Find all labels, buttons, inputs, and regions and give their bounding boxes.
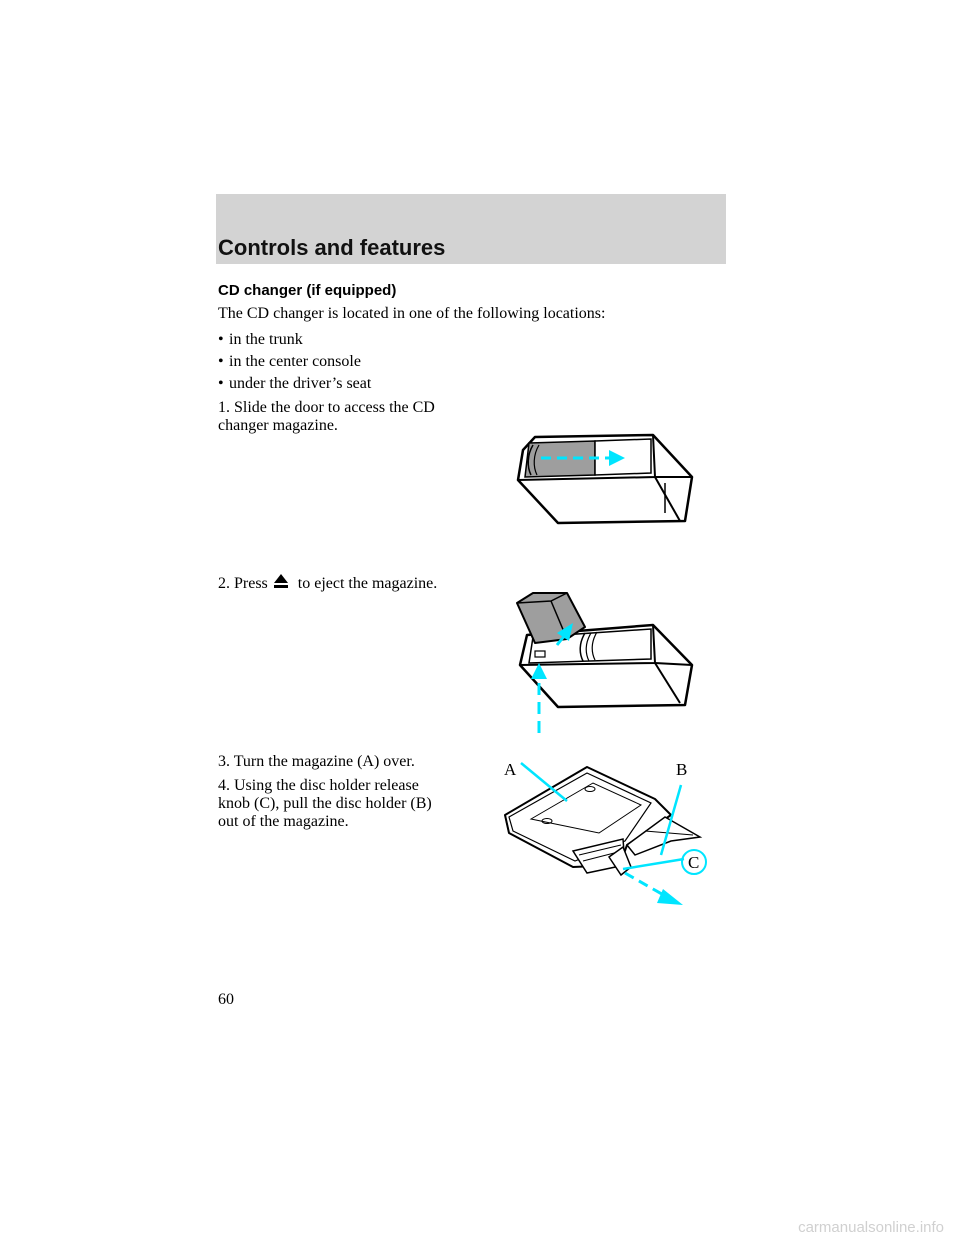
step-4-line-3: out of the magazine. (218, 813, 349, 830)
step-2-text: 2. Press to eject the magazine. (218, 572, 437, 594)
bullet-icon: • (218, 353, 224, 370)
step-1-line-2: changer magazine. (218, 417, 338, 434)
step-4-line-1: 4. Using the disc holder release (218, 777, 419, 794)
location-label: in the trunk (229, 331, 303, 348)
magazine-eject-illustration (516, 592, 694, 733)
bullet-icon: • (218, 375, 224, 392)
page-number: 60 (218, 991, 234, 1008)
location-label: in the center console (229, 353, 361, 370)
location-item: • in the center console (218, 352, 361, 372)
step-1-line-1: 1. Slide the door to access the CD (218, 399, 435, 416)
section-heading: CD changer (if equipped) (218, 282, 397, 299)
watermark-text: carmanualsonline.info (798, 1219, 944, 1236)
step-4-line-2: knob (C), pull the disc holder (B) (218, 795, 432, 812)
callout-label-a: A (504, 760, 517, 779)
location-label: under the driver’s seat (229, 375, 372, 392)
step-2-after: to eject the magazine. (297, 575, 438, 592)
step-3-text: 3. Turn the magazine (A) over. (218, 753, 415, 770)
callout-label-b: B (676, 760, 687, 779)
eject-icon (273, 574, 288, 588)
callout-circle-c (681, 849, 707, 875)
intro-text: The CD changer is located in one of the … (218, 305, 606, 322)
location-item: • under the driver’s seat (218, 374, 371, 394)
location-item: • in the trunk (218, 330, 303, 350)
callout-label-c: C (688, 853, 699, 872)
magazine-disc-holder-illustration: A B C (504, 760, 707, 905)
cd-changer-door-illustration (516, 433, 694, 525)
bullet-icon: • (218, 331, 224, 348)
step-2-before: 2. Press (218, 575, 268, 592)
page-header-title: Controls and features (218, 235, 446, 260)
section-header-band: Controls and features (216, 194, 726, 264)
